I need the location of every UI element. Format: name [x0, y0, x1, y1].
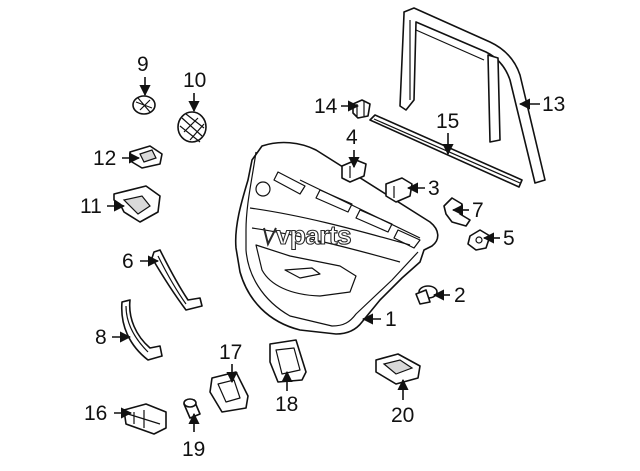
part-10-round-grille — [177, 111, 207, 143]
callout-11: 11 — [80, 195, 102, 218]
part-12-clip — [129, 145, 163, 169]
callout-3: 3 — [428, 177, 440, 200]
callout-16: 16 — [84, 402, 107, 425]
part-20-switch-housing — [375, 353, 421, 385]
callout-15: 15 — [436, 110, 459, 133]
part-2-push-pin — [415, 285, 438, 305]
part-11-bracket — [113, 185, 161, 223]
callout-1: 1 — [385, 308, 397, 331]
callout-9: 9 — [137, 53, 149, 76]
callout-6: 6 — [122, 250, 134, 273]
callout-7: 7 — [472, 199, 484, 222]
callout-5: 5 — [503, 227, 515, 250]
part-18-bezel — [269, 339, 307, 383]
callout-10: 10 — [183, 69, 206, 92]
callout-18: 18 — [275, 393, 298, 416]
part-7-bracket — [443, 197, 471, 227]
part-3-clip — [385, 177, 413, 203]
part-14-clip — [352, 99, 371, 119]
part-9-emblem — [132, 95, 156, 115]
callout-17: 17 — [219, 341, 242, 364]
part-17-bezel — [209, 371, 249, 413]
part-19-bulb — [183, 398, 201, 419]
callout-13: 13 — [542, 93, 565, 116]
leader-lines — [107, 77, 540, 432]
callout-12: 12 — [93, 147, 116, 170]
part-1-door-trim-panel — [234, 141, 439, 335]
callout-4: 4 — [346, 126, 358, 149]
watermark-logo: vparts — [263, 219, 352, 251]
part-13-window-frame — [399, 7, 546, 184]
part-6-pull-handle — [151, 249, 203, 311]
watermark-text: vparts — [276, 220, 351, 250]
callout-20: 20 — [391, 404, 414, 427]
callout-14: 14 — [314, 95, 338, 118]
part-8-grab-handle — [120, 299, 163, 361]
callout-19: 19 — [182, 438, 205, 461]
callout-labels: 9 10 12 11 6 8 16 19 17 18 20 1 2 5 7 3 … — [80, 53, 565, 461]
part-16-switch — [123, 403, 167, 435]
callout-2: 2 — [454, 284, 466, 307]
callout-8: 8 — [95, 326, 107, 349]
part-5-clip — [467, 229, 491, 251]
